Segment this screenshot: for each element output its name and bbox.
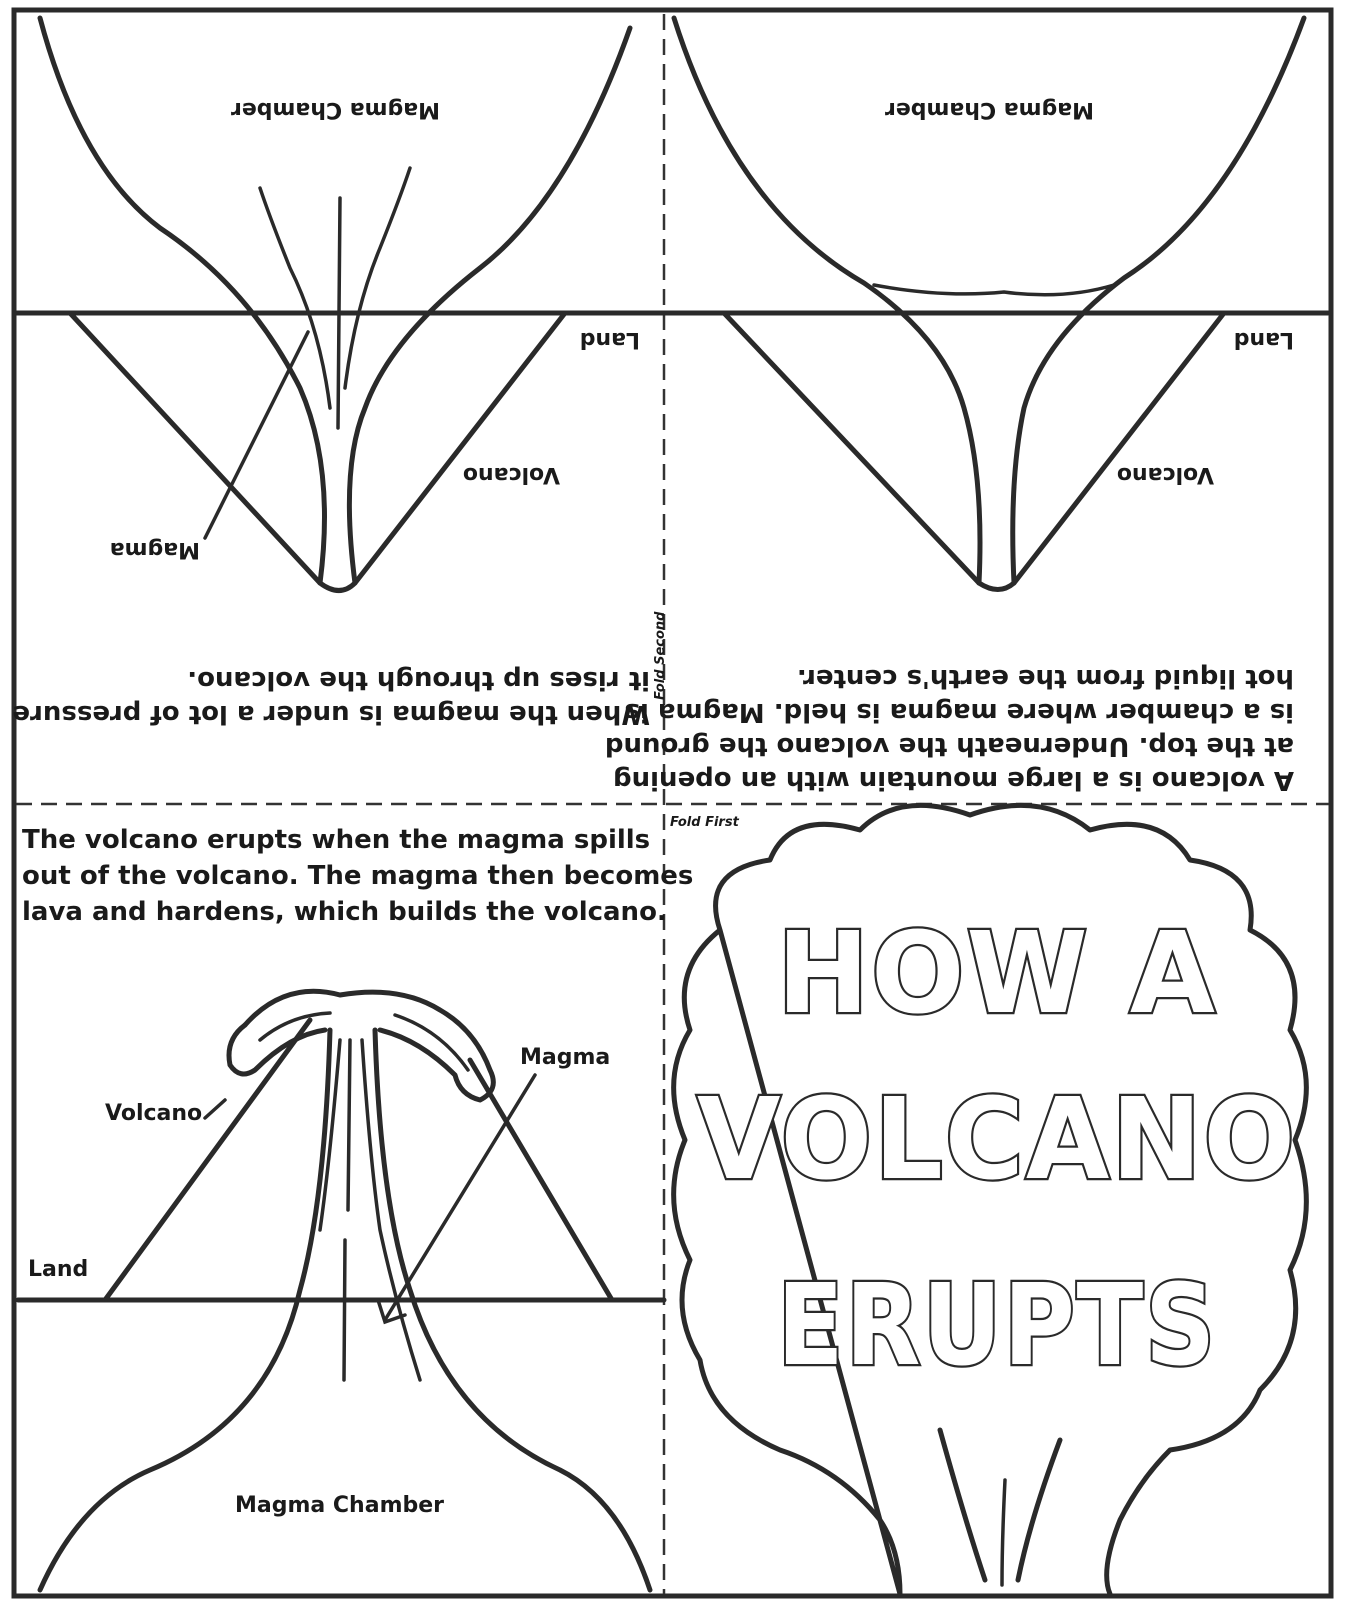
label-land: Land (580, 327, 640, 352)
magma-flow-right (360, 1038, 422, 1382)
label-volcano: Volcano (1117, 462, 1214, 487)
label-volcano: Volcano (105, 1101, 202, 1126)
magma-flow-left (318, 1038, 342, 1232)
title-line-2: VOLCANO (697, 1075, 1297, 1205)
panel-text-line: When the magma is under a lot of pressur… (12, 699, 650, 729)
fold-second-label: Fold Second (653, 611, 668, 700)
label-magma-chamber: Magma Chamber (231, 97, 440, 122)
vent-wall-right (372, 1027, 653, 1593)
panel-text-line: lava and hardens, which builds the volca… (22, 897, 667, 927)
label-volcano: Volcano (463, 462, 560, 487)
label-magma-chamber: Magma Chamber (235, 1493, 444, 1518)
eruption-cloud (671, 802, 1309, 1597)
magma-vent (336, 196, 342, 430)
eruption-column-right (1015, 1437, 1063, 1583)
volcano-inner-right (671, 15, 983, 586)
lava-crown (242, 988, 496, 1103)
lava-flow-right (393, 1013, 470, 1072)
page-border (11, 7, 1334, 1599)
eruption-column-left (937, 1427, 988, 1583)
panel-text-line: is a chamber where magma is held. Magma … (625, 697, 1294, 727)
lava-flow-left (258, 1011, 332, 1042)
panel-text-line: A volcano is a large mountain with an op… (613, 765, 1294, 795)
panel-top-right: A volcano is a large mountain with an op… (605, 15, 1331, 795)
label-land: Land (28, 1257, 88, 1282)
panel-bottom-right: HOW A VOLCANO ERUPTS (671, 802, 1309, 1597)
panel-text-line: hot liquid from the earth's center. (797, 663, 1294, 693)
volcano-inner-right (37, 15, 327, 586)
label-magma-chamber: Magma Chamber (885, 97, 1094, 122)
panel-text-line: out of the volcano. The magma then becom… (22, 861, 693, 891)
magma-vent-inner (342, 1038, 352, 1382)
volcano-cone (102, 1017, 615, 1303)
label-land: Land (1234, 327, 1294, 352)
volcano-inner-left (1010, 15, 1307, 586)
volcano-inner-left (346, 25, 633, 586)
label-magma: Magma (110, 537, 200, 562)
panel-text-line: it rises up through the volcano. (187, 665, 650, 695)
fold-first-label: Fold First (670, 815, 740, 830)
eruption-column-center (1000, 1478, 1007, 1587)
label-magma: Magma (520, 1045, 610, 1070)
vent-wall-left (37, 1027, 333, 1593)
magma-pointer-arrow (376, 1298, 407, 1325)
title-line-3: ERUPTS (777, 1261, 1217, 1391)
magma-pool (872, 283, 1116, 297)
magma-flow-right (258, 186, 332, 410)
magma-pointer-line (383, 1073, 537, 1322)
panel-top-left: When the magma is under a lot of pressur… (12, 15, 669, 729)
panel-bottom-left: The volcano erupts when the magma spills… (15, 825, 693, 1593)
title-line-1: HOW A (777, 909, 1217, 1039)
volcano-pointer-line (203, 1098, 227, 1120)
magma-flow-left (343, 166, 412, 390)
panel-text-line: The volcano erupts when the magma spills (22, 825, 650, 855)
panel-text-line: at the top. Underneath the volcano the g… (605, 731, 1294, 761)
lava-crown-left (226, 1022, 328, 1077)
magma-pointer-line (203, 330, 310, 540)
